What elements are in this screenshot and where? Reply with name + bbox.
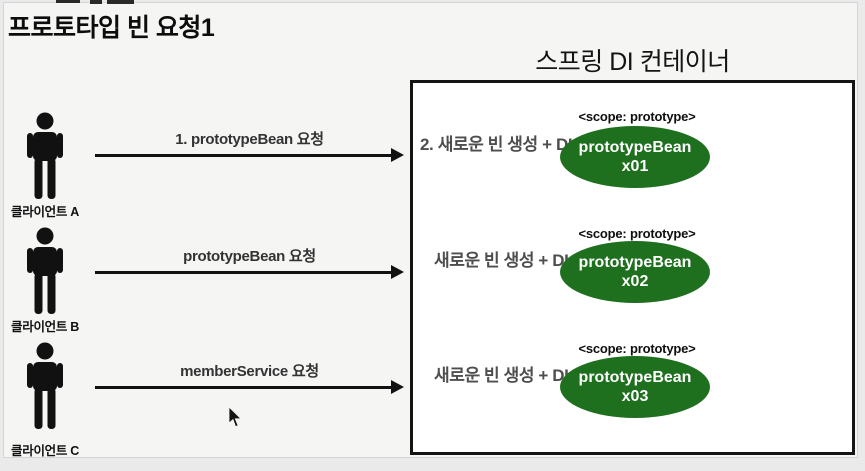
arrow-shaft xyxy=(95,154,392,157)
arrowhead-icon xyxy=(391,380,404,394)
mouse-cursor-icon xyxy=(228,406,242,428)
scope-prototype-label: <scope: prototype> xyxy=(578,226,696,241)
person-icon xyxy=(27,227,63,314)
client-c-label: 클라이언트 C xyxy=(11,444,79,458)
bean-creation-label: 2. 새로운 빈 생성 + DI xyxy=(420,135,573,154)
request-label: memberService 요청 xyxy=(180,363,319,380)
bean-instance-id: x01 xyxy=(621,158,649,175)
arrow-shaft xyxy=(95,271,392,274)
bean-instance-id: x02 xyxy=(621,273,649,290)
bean-name: prototypeBean xyxy=(578,253,692,271)
spring-di-container-title: 스프링 DI 컨테이너 xyxy=(535,48,730,76)
request-arrow xyxy=(95,263,404,281)
cropped-text-artifact xyxy=(90,0,102,4)
bean-name: prototypeBean xyxy=(578,368,692,386)
arrowhead-icon xyxy=(391,265,404,279)
page-title: 프로토타입 빈 요청1 xyxy=(8,14,215,42)
request-arrow xyxy=(95,146,404,164)
prototype-bean-ellipse: prototypeBean x03 xyxy=(560,356,710,418)
prototype-bean-ellipse: prototypeBean x02 xyxy=(560,241,710,303)
scope-prototype-label: <scope: prototype> xyxy=(578,341,696,356)
person-icon xyxy=(27,112,63,199)
request-arrow xyxy=(95,378,404,396)
request-label: 1. prototypeBean 요청 xyxy=(175,131,324,148)
bean-creation-label: 새로운 빈 생성 + DI xyxy=(434,366,569,385)
person-icon xyxy=(27,342,63,429)
prototype-bean-ellipse: prototypeBean x01 xyxy=(560,126,710,188)
cropped-text-artifact xyxy=(107,0,134,4)
client-a-label: 클라이언트 A xyxy=(11,205,79,219)
cropped-text-artifact xyxy=(56,0,80,3)
bean-instance-id: x03 xyxy=(621,388,649,405)
request-label: prototypeBean 요청 xyxy=(183,248,316,265)
bean-name: prototypeBean xyxy=(578,138,692,156)
arrow-shaft xyxy=(95,386,392,389)
client-b-label: 클라이언트 B xyxy=(11,320,79,334)
arrowhead-icon xyxy=(391,148,404,162)
bean-creation-label: 새로운 빈 생성 + DI xyxy=(434,251,569,270)
scope-prototype-label: <scope: prototype> xyxy=(578,109,696,124)
